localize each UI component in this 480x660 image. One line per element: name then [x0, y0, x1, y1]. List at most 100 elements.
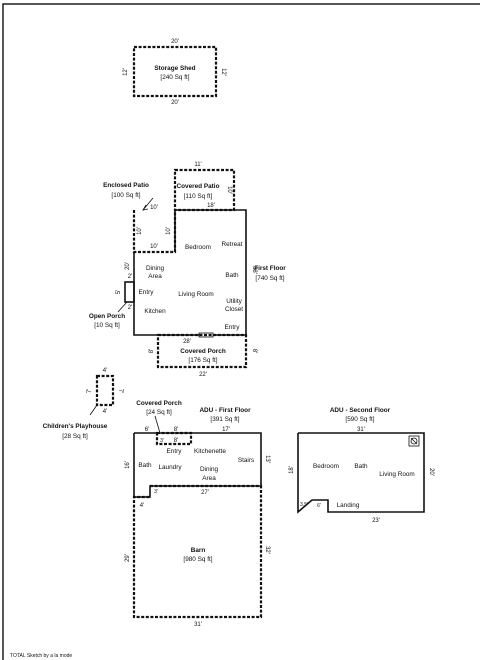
barn-dim-bottom: 31'	[194, 622, 202, 628]
covered-patio-area: [110 Sq ft]	[184, 193, 213, 200]
adu-second-outline	[297, 432, 425, 514]
open-porch-dim-left: 5'	[116, 290, 122, 294]
room-dining-area: Area	[148, 273, 162, 280]
adu-first-dim-bottom: 27'	[201, 490, 209, 496]
storage-shed-dim-left: 12'	[123, 68, 129, 76]
room-kitchen: Kitchen	[144, 308, 166, 315]
adu-second-floor: ADU - Second Floor [590 Sq ft] 31' 18' 2…	[289, 407, 434, 524]
covered-porch-main-dim-right: 8'	[251, 349, 257, 353]
covered-porch-main-label: Covered Porch	[180, 348, 226, 355]
footer-credit: TOTAL Sketch by a la mode	[10, 653, 72, 659]
storage-shed-area: [240 Sq ft]	[160, 74, 189, 81]
adu-first-label: ADU - First Floor	[199, 407, 251, 414]
enclosed-patio-dim-right: 10'	[166, 227, 172, 235]
adu-first-dim-left: 16'	[125, 461, 131, 469]
first-floor: Bedroom Retreat Dining Area Bath Entry L…	[125, 209, 286, 345]
enclosed-patio-dim-top: 10'	[150, 205, 158, 211]
playhouse-area: [28 Sq ft]	[62, 433, 88, 440]
enclosed-patio-label: Enclosed Patio	[103, 182, 149, 189]
room-utility: Utility	[226, 298, 242, 305]
room-closet: Closet	[225, 306, 243, 313]
covered-porch-main-dim-bottom: 22'	[199, 372, 207, 378]
enclosed-patio-area: [100 Sq ft]	[111, 192, 140, 199]
adu-first-floor: ADU - First Floor [391 Sq ft] 17' 16' 13…	[125, 407, 270, 509]
first-floor-dim-right: 38'	[251, 266, 257, 274]
adu-second-dim-left: 18'	[289, 466, 295, 474]
covered-patio-outline	[173, 168, 236, 212]
playhouse-dim-right: 7'	[117, 389, 123, 393]
barn-label: Barn	[191, 547, 206, 554]
open-porch-outline	[124, 281, 135, 303]
covered-patio-dim-top: 11'	[194, 162, 201, 168]
storage-shed-outline	[132, 45, 218, 98]
adu-room-dining-area: Area	[202, 475, 216, 482]
playhouse-leader	[89, 404, 98, 416]
barn-dim-right: 32'	[264, 546, 270, 554]
adu-second-dim-bottom: 23'	[372, 518, 380, 524]
covered-porch-adu-dim-bottom: 8'	[174, 438, 178, 444]
storage-shed-dim-bottom: 20'	[171, 100, 179, 106]
adu-first-dim-step-w: 4'	[140, 503, 144, 509]
first-floor-area: [740 Sq ft]	[255, 275, 284, 282]
first-floor-dim-bottom: 28'	[183, 339, 191, 345]
first-floor-outline	[133, 209, 247, 336]
covered-porch-adu-dim-right: 8'	[174, 427, 178, 433]
adu-room-dining: Dining	[200, 466, 219, 473]
covered-porch-main-outline	[156, 333, 248, 369]
barn-outline	[132, 484, 263, 619]
barn: Barn [980 Sq ft] 29' 32' 31'	[125, 484, 270, 628]
adu-second-dim-top: 31'	[357, 427, 365, 433]
storage-shed-label: Storage Shed	[154, 65, 195, 72]
room-bedroom: Bedroom	[185, 244, 211, 251]
covered-porch-main-dim-left: 8'	[149, 349, 155, 353]
covered-porch-adu-dim-left: 6'	[145, 427, 149, 433]
adu-first-dim-step-h: 3'	[154, 489, 158, 495]
first-floor-door	[198, 332, 214, 338]
covered-patio-dim-bottom: 18'	[207, 203, 215, 209]
covered-porch-main: Covered Porch [176 Sq ft] 8' 8' 22'	[149, 333, 257, 378]
playhouse-outline	[95, 374, 115, 407]
adu-room-stairs: Stairs	[238, 457, 254, 464]
adu-second-area: [590 Sq ft]	[345, 416, 374, 423]
playhouse-dim-top: 4'	[103, 368, 107, 374]
adu2-room-bedroom: Bedroom	[313, 463, 339, 470]
enclosed-patio-leader	[142, 197, 154, 211]
adu2-room-bath: Bath	[354, 463, 368, 470]
storage-shed-dim-top: 20'	[171, 39, 179, 45]
adu-room-entry: Entry	[167, 448, 183, 455]
adu-room-bath: Bath	[138, 462, 152, 469]
first-floor-dim-left: 20'	[125, 262, 131, 270]
ceiling-fan-icon	[408, 435, 420, 447]
adu-first-dim-right: 13'	[264, 455, 270, 463]
adu-second-dim-6: 6'	[317, 503, 321, 509]
childrens-playhouse: 4' 7' 7' 4' Children's Playhouse [28 Sq …	[43, 368, 123, 440]
adu-first-outline	[133, 432, 262, 498]
room-bath: Bath	[225, 272, 239, 279]
room-entry: Entry	[139, 289, 155, 296]
covered-porch-adu-leader	[154, 415, 161, 434]
page-border	[2, 3, 480, 660]
covered-porch-adu: Covered Porch [24 Sq ft] 6' 8' 8' 3'	[136, 400, 193, 446]
open-porch-dim-bottom: 2'	[128, 305, 132, 311]
open-porch-label: Open Porch	[89, 313, 125, 320]
enclosed-patio-dim-bottom: 10'	[150, 244, 158, 250]
covered-patio-label: Covered Patio	[177, 183, 220, 190]
covered-porch-adu-dim-inner: 3'	[160, 438, 164, 444]
open-porch: 5' 2' Open Porch [10 Sq ft]	[89, 281, 135, 329]
adu-room-kitchenette: Kitchenette	[194, 448, 226, 455]
room-living-room: Living Room	[178, 291, 214, 298]
adu-first-dim-top: 17'	[222, 427, 230, 433]
room-dining: Dining	[146, 265, 165, 272]
covered-porch-adu-label: Covered Porch	[136, 400, 182, 407]
open-porch-area: [10 Sq ft]	[94, 322, 120, 329]
covered-porch-adu-area: [24 Sq ft]	[146, 409, 172, 416]
open-porch-leader	[117, 301, 128, 313]
adu-second-dim-right: 20'	[428, 468, 434, 476]
adu-first-area: [391 Sq ft]	[210, 416, 239, 423]
covered-patio-dim-right: 10'	[226, 186, 232, 194]
barn-area: [980 Sq ft]	[183, 556, 212, 563]
adu-second-label: ADU - Second Floor	[330, 407, 391, 414]
playhouse-label: Children's Playhouse	[43, 423, 108, 430]
